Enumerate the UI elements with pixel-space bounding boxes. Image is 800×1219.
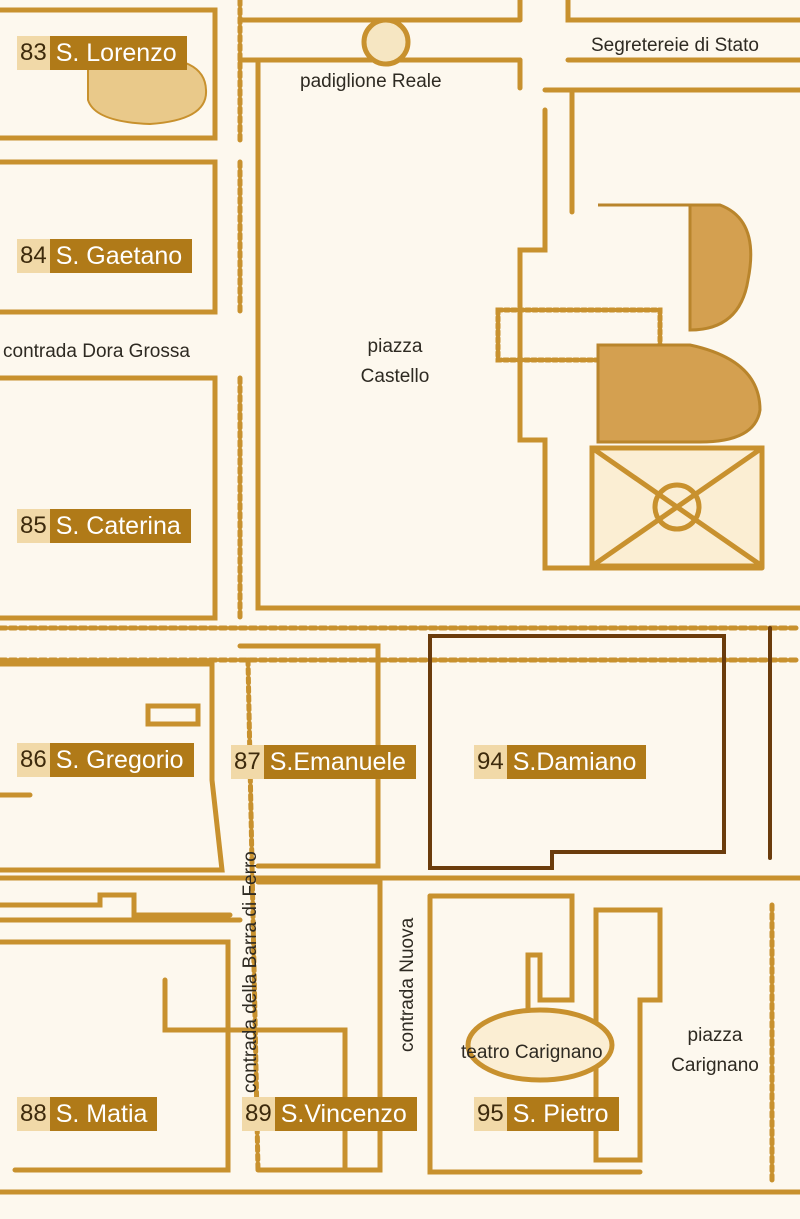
block-outline-84	[0, 159, 218, 315]
block-outline-83	[0, 7, 218, 141]
block-label-89: 89 S.Vincenzo	[242, 1097, 417, 1131]
block-label-83: 83 S. Lorenzo	[17, 36, 187, 70]
block-name: S. Caterina	[49, 509, 191, 543]
block-label-87: 87 S.Emanuele	[231, 745, 416, 779]
block-outline-86	[0, 661, 225, 873]
block-number: 83	[17, 36, 50, 70]
block-number: 88	[17, 1097, 50, 1131]
block-name: S.Vincenzo	[274, 1097, 417, 1131]
contrada-nuova-label: contrada Nuova	[397, 917, 418, 1052]
teatro-carignano-building	[465, 1007, 615, 1083]
segreterie-label: Segretereie di Stato	[591, 35, 759, 56]
block-outline-94	[428, 634, 726, 870]
block-label-88: 88 S. Matia	[17, 1097, 158, 1131]
palace-wing-north	[598, 203, 753, 332]
block-label-94: 94 S.Damiano	[474, 745, 647, 779]
block-number: 95	[474, 1097, 507, 1131]
block-name: S. Matia	[49, 1097, 158, 1131]
block-outline-85	[0, 375, 218, 621]
block-number: 87	[231, 745, 264, 779]
block-label-95: 95 S. Pietro	[474, 1097, 619, 1131]
block-name: S. Lorenzo	[49, 36, 187, 70]
contrada-dora-grossa-label: contrada Dora Grossa	[3, 341, 190, 362]
contrada-barra-di-ferro-label: contrada della Barra di Ferro	[240, 851, 261, 1093]
block-label-85: 85 S. Caterina	[17, 509, 191, 543]
block-number: 86	[17, 743, 50, 777]
block-outline-88	[0, 939, 231, 1173]
block-label-84: 84 S. Gaetano	[17, 239, 193, 273]
piazza-castello-label-line2: Castello	[360, 366, 430, 387]
block-number: 94	[474, 745, 507, 779]
block-name: S. Pietro	[506, 1097, 619, 1131]
padiglione-reale-label: padiglione Reale	[300, 71, 442, 92]
piazza-carignano-label-line1: piazza	[687, 1025, 743, 1046]
padiglione-reale-pavilion	[361, 17, 411, 67]
block-number: 89	[242, 1097, 275, 1131]
palace-wing-south	[596, 343, 762, 444]
block-name: S.Damiano	[506, 745, 647, 779]
block-label-86: 86 S. Gregorio	[17, 743, 194, 777]
teatro-carignano-label: teatro Carignano	[461, 1042, 603, 1063]
piazza-castello-label-line1: piazza	[367, 336, 423, 357]
piazza-carignano-label-line2: Carignano	[671, 1055, 759, 1076]
block-outline-89	[255, 879, 383, 1173]
block-number: 84	[17, 239, 50, 273]
block-outline-95	[427, 893, 575, 1023]
block-name: S. Gaetano	[49, 239, 193, 273]
block-name: S.Emanuele	[263, 745, 416, 779]
block-name: S. Gregorio	[49, 743, 194, 777]
block-number: 85	[17, 509, 50, 543]
